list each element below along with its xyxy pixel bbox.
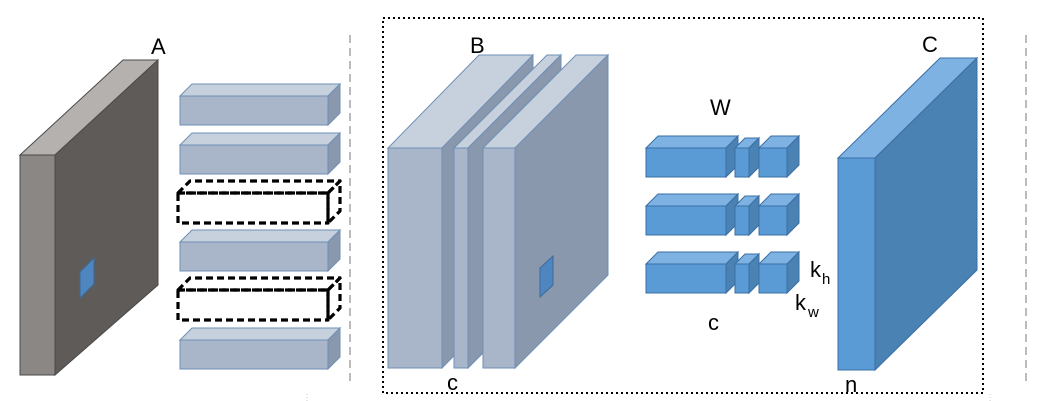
row-bar-4-top (178, 229, 342, 243)
label-w: W (710, 95, 731, 120)
dotted-frame (382, 17, 984, 394)
row-bar-3-side (326, 179, 342, 225)
label-kw-k: k (795, 290, 807, 315)
label-n: n (845, 372, 857, 397)
row-bar-1 (178, 82, 342, 127)
row-bar-3-top (176, 179, 342, 195)
weight-row-2-long-top (644, 193, 740, 207)
row-bar-2 (178, 131, 342, 176)
tensor-b-patch (539, 254, 554, 299)
tensor-b-slab2-front (453, 147, 469, 369)
label-c-weights: c (708, 310, 719, 335)
weight-row-2-short-front (758, 205, 788, 236)
label-kh-sub: h (822, 271, 830, 288)
weight-row-1 (644, 134, 801, 179)
weight-row-3-long-front (645, 263, 727, 294)
output-tensor-c (836, 56, 979, 372)
weight-row-3-short-front (758, 263, 788, 294)
row-bar-2-front (179, 144, 329, 175)
label-kw: k w (795, 290, 819, 321)
row-bar-2-top (178, 132, 342, 146)
tensor-c-front (837, 157, 876, 371)
weight-row-1-long-top (644, 135, 740, 149)
row-bar-5-front (176, 288, 330, 322)
row-bar-1-top (178, 83, 342, 97)
weight-row-3 (644, 250, 801, 295)
tensor-a-patch (79, 256, 95, 300)
row-bar-6 (178, 326, 342, 371)
unfolded-rows (176, 82, 342, 371)
weight-row-2 (644, 192, 801, 237)
label-c-bottom-left: c (447, 370, 458, 395)
label-c-top: C (922, 32, 938, 57)
weight-row-3-long-top (644, 251, 740, 265)
tensor-b-slab3-front (482, 147, 516, 369)
tensor-a-front (54, 58, 159, 377)
label-kw-sub: w (807, 304, 819, 321)
row-bar-6-top (178, 327, 342, 341)
row-bar-5-side (326, 276, 342, 322)
row-bar-4 (178, 228, 342, 273)
weight-row-1-thin-front (734, 147, 750, 178)
input-tensor-a (18, 58, 160, 377)
tensor-b-slab1-front (387, 147, 443, 369)
tensor-a-side (19, 154, 56, 376)
label-b: B (470, 33, 485, 58)
weight-row-3-thin-front (734, 263, 750, 294)
row-bar-6-front (179, 339, 329, 370)
weight-row-2-thin-front (734, 205, 750, 236)
label-kh-k: k (810, 257, 822, 282)
row-bar-5-top (176, 276, 342, 292)
row-bar-4-front (179, 241, 329, 272)
tensor-b (386, 53, 610, 370)
weight-row-1-short-front (758, 147, 788, 178)
label-a: A (151, 34, 166, 59)
row-bar-3-front (176, 191, 330, 225)
weight-row-2-long-front (645, 205, 727, 236)
label-kh: k h (810, 257, 830, 288)
row-bar-5 (176, 276, 342, 322)
weight-row-1-long-front (645, 147, 727, 178)
row-bar-3 (176, 179, 342, 225)
weights-w (644, 134, 801, 295)
row-bar-1-front (179, 95, 329, 126)
